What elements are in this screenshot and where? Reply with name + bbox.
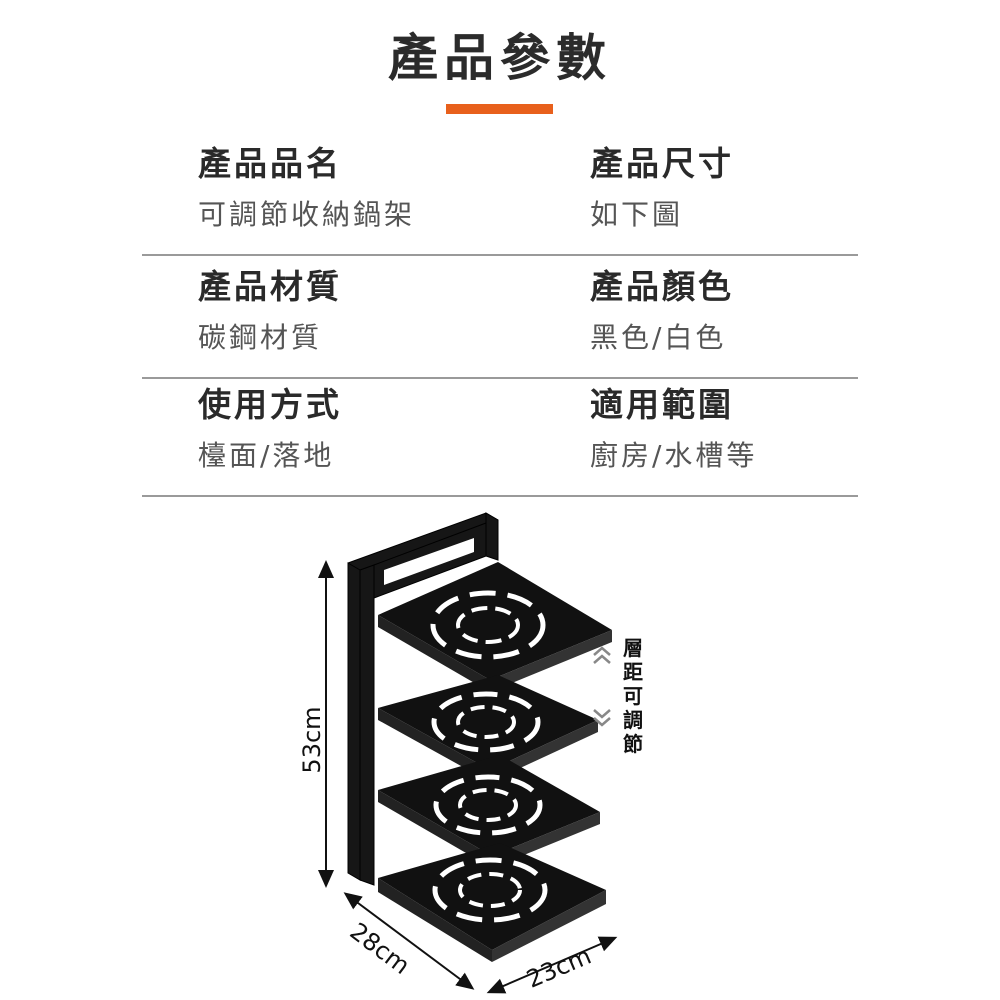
rack-frame — [347, 512, 499, 886]
spec-label: 產品材質 — [198, 267, 342, 306]
adjust-down-chevron-icon — [593, 709, 611, 727]
spec-value: 黑色/白色 — [590, 321, 727, 354]
spec-cell-color: 產品顏色 黑色/白色 — [590, 256, 734, 355]
spec-cell-scope: 適用範圍 廚房/水槽等 — [590, 374, 757, 473]
product-dimension-diagram: 53cm 28cm 23cm — [298, 512, 618, 994]
spec-value: 檯面/落地 — [198, 439, 335, 472]
spec-value: 碳鋼材質 — [198, 321, 323, 354]
page-title: 產品參數 — [388, 29, 612, 87]
depth-dimension-line — [343, 892, 475, 990]
spec-cell-material: 產品材質 碳鋼材質 — [198, 256, 342, 355]
title-accent-bar — [446, 104, 553, 114]
rack-shelves — [378, 562, 612, 962]
rack-shelf — [378, 562, 612, 692]
spec-value: 如下圖 — [590, 198, 684, 231]
row-divider — [142, 377, 858, 379]
rack-shelf — [378, 843, 606, 962]
spec-label: 產品尺寸 — [590, 144, 734, 183]
adjust-up-chevron-icon — [593, 646, 611, 664]
spec-row: 使用方式 檯面/落地 適用範圍 廚房/水槽等 — [142, 374, 858, 497]
height-dimension-text: 53cm — [298, 706, 326, 773]
width-dimension-text: 23cm — [523, 942, 596, 994]
spec-label: 適用範圍 — [590, 385, 734, 424]
spec-row: 產品材質 碳鋼材質 產品顏色 黑色/白色 — [142, 256, 858, 379]
spec-row: 產品品名 可調節收納鍋架 產品尺寸 如下圖 — [142, 133, 858, 256]
adjustable-spacing-label: 層 距 可 調 節 — [621, 636, 645, 756]
adjustable-spacing-text: 層 距 可 調 節 — [623, 636, 643, 756]
spec-value: 可調節收納鍋架 — [198, 198, 416, 231]
width-dimension-line — [486, 936, 618, 994]
spec-value: 廚房/水槽等 — [590, 439, 758, 472]
row-divider — [142, 495, 858, 497]
spec-label: 產品顏色 — [590, 267, 734, 306]
spec-cell-usage: 使用方式 檯面/落地 — [198, 374, 342, 473]
spec-label: 產品品名 — [198, 144, 342, 183]
spec-label: 使用方式 — [198, 385, 342, 424]
spec-cell-size: 產品尺寸 如下圖 — [590, 133, 734, 232]
row-divider — [142, 254, 858, 256]
depth-dimension-text: 28cm — [345, 917, 415, 980]
spec-cell-name: 產品品名 可調節收納鍋架 — [198, 133, 415, 232]
